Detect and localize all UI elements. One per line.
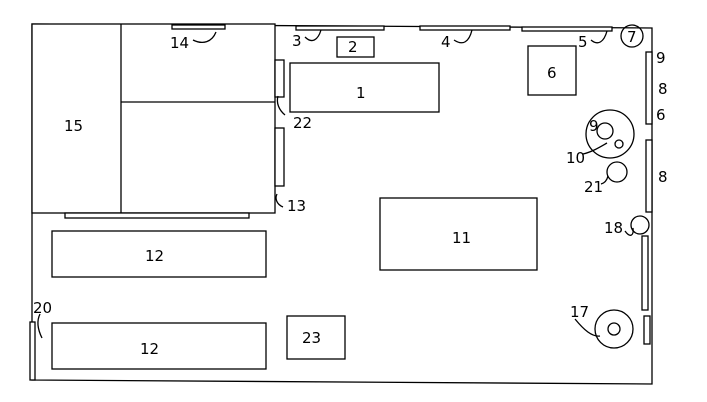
label-23: 23 [302, 329, 321, 347]
leader-lines [37, 29, 634, 339]
label-4: 4 [441, 33, 451, 51]
equipment-18 [630, 215, 650, 235]
equipment-7 [620, 24, 644, 48]
label-8-upper: 8 [658, 80, 668, 98]
label-8-lower: 8 [658, 168, 668, 186]
equipment-12-lower [51, 322, 267, 370]
label-12-lower: 12 [140, 340, 159, 358]
label-21: 21 [584, 178, 603, 196]
label-10: 10 [566, 149, 585, 167]
equipment-23 [286, 315, 346, 360]
fixture-22-lower [274, 127, 285, 187]
equipment-2 [336, 36, 375, 58]
label-16: 6 [656, 106, 666, 124]
label-7: 7 [627, 28, 637, 46]
equipment-21 [606, 161, 628, 183]
wall-fixture-5 [521, 26, 613, 32]
label-15: 15 [64, 117, 83, 135]
equipment-12-upper [51, 230, 267, 278]
wall-fixture-3 [295, 25, 385, 31]
label-13: 13 [287, 197, 306, 215]
label-6: 6 [547, 64, 557, 82]
label-9: 9 [589, 117, 599, 135]
label-18: 18 [604, 219, 623, 237]
label-11: 11 [452, 229, 471, 247]
label-5: 5 [578, 33, 588, 51]
wall-fixture-18 [641, 235, 649, 311]
label-17: 17 [570, 303, 589, 321]
wall-fixture-8 [645, 139, 653, 213]
wall-fixture-14 [171, 24, 226, 30]
wall-fixture-bottom [64, 212, 250, 219]
equipment-9-10 [585, 109, 635, 159]
wall-fixture-20 [29, 321, 36, 381]
fixture-22-upper [274, 59, 285, 98]
label-22: 22 [293, 114, 312, 132]
equipment-1 [289, 62, 440, 113]
equipment-17 [594, 309, 634, 349]
wall-fixture-9-8 [645, 51, 653, 125]
label-2: 2 [348, 38, 358, 56]
label-9-wall: 9 [656, 49, 666, 67]
label-3: 3 [292, 32, 302, 50]
label-12-upper: 12 [145, 247, 164, 265]
equipment-6 [527, 45, 577, 96]
wall-fixture-17 [643, 315, 651, 345]
wall-fixture-4 [419, 25, 511, 31]
equipment-11 [379, 197, 538, 271]
label-14: 14 [170, 34, 189, 52]
label-20: 20 [33, 299, 52, 317]
label-1: 1 [356, 84, 366, 102]
